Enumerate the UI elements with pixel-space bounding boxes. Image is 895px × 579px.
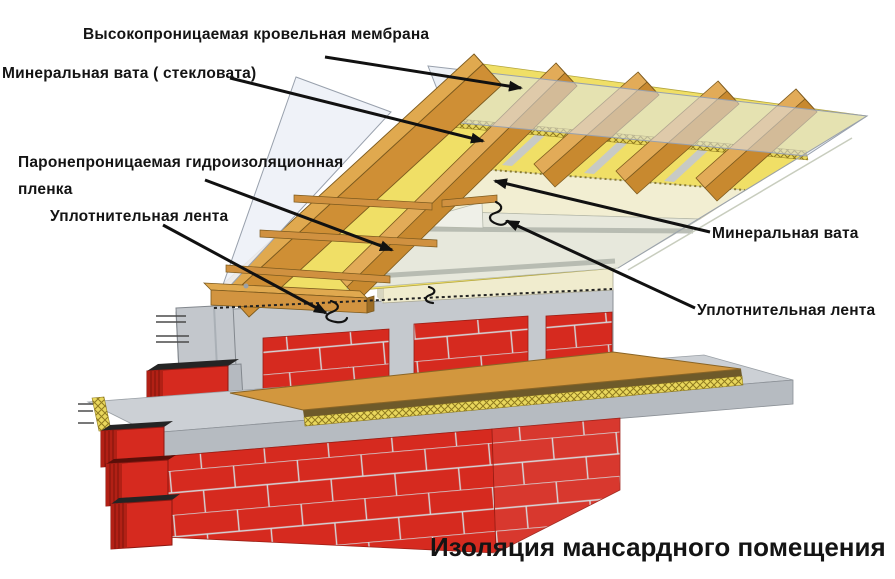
arrow-membrane [324, 55, 523, 92]
lower-wall-right-face [491, 417, 621, 554]
membrane-overhang-fold [217, 76, 392, 300]
counter-batten [584, 138, 632, 174]
cream-layer-dotted-edge [454, 166, 746, 191]
sealing-tape-squiggle [325, 299, 349, 324]
block-dark-top [101, 421, 173, 431]
roof-assembly [202, 53, 869, 318]
film-stripe [361, 258, 616, 280]
sealing-tape-squiggle [488, 200, 509, 226]
rebar [156, 315, 189, 343]
block-dark-top [106, 455, 176, 464]
label-sealing-tape-left: Уплотнительная лента [50, 208, 229, 225]
block-ribs [109, 463, 119, 506]
sheet-thickness-edge [627, 137, 853, 271]
batten [225, 264, 391, 284]
callout-arrows [162, 55, 711, 315]
label-vapor-film-line1: Паронепроницаемая гидроизоляционная [18, 154, 344, 171]
sealing-tape-squiggle [424, 285, 436, 305]
arrow-sealing-tape-right [505, 219, 696, 310]
lower-brick-wall [156, 417, 621, 554]
floor-panel [229, 351, 744, 427]
label-vapor-film-line2: пленка [18, 181, 73, 198]
sealing-tape-symbols [325, 200, 509, 324]
label-mineral-wool-right: Минеральная вата [712, 225, 859, 242]
eave-beam-end [366, 295, 375, 314]
batten [293, 194, 433, 211]
label-membrane: Высокопроницаемая кровельная мембрана [83, 26, 430, 43]
label-sealing-tape-right: Уплотнительная лента [697, 302, 876, 319]
ring-beam-shade [213, 305, 218, 369]
counter-batten [502, 130, 550, 166]
counter-batten [664, 146, 712, 182]
block-dark-top [111, 494, 180, 504]
arrow-sealing-tape-left [162, 223, 328, 315]
hollow-block-dark-top [147, 359, 239, 371]
rebar [78, 403, 94, 424]
arrow-mineral-wool-right [493, 178, 711, 234]
floor-dark-edge [303, 369, 742, 417]
figure-title: Изоляция мансардного помещения [430, 532, 886, 562]
eave-beam-bolt [243, 283, 249, 289]
wall-top-tape-line [213, 288, 613, 309]
hollow-block-stack [100, 421, 180, 550]
label-glass-wool: Минеральная вата ( стекловата) [2, 65, 257, 82]
film-stripe [424, 226, 694, 234]
block-ribs [114, 503, 124, 549]
floor-wood-surface [229, 351, 742, 411]
sheet-right-edge [617, 115, 868, 269]
arrow-glass-wool [229, 76, 485, 144]
arrow-vapor-film [204, 178, 394, 252]
